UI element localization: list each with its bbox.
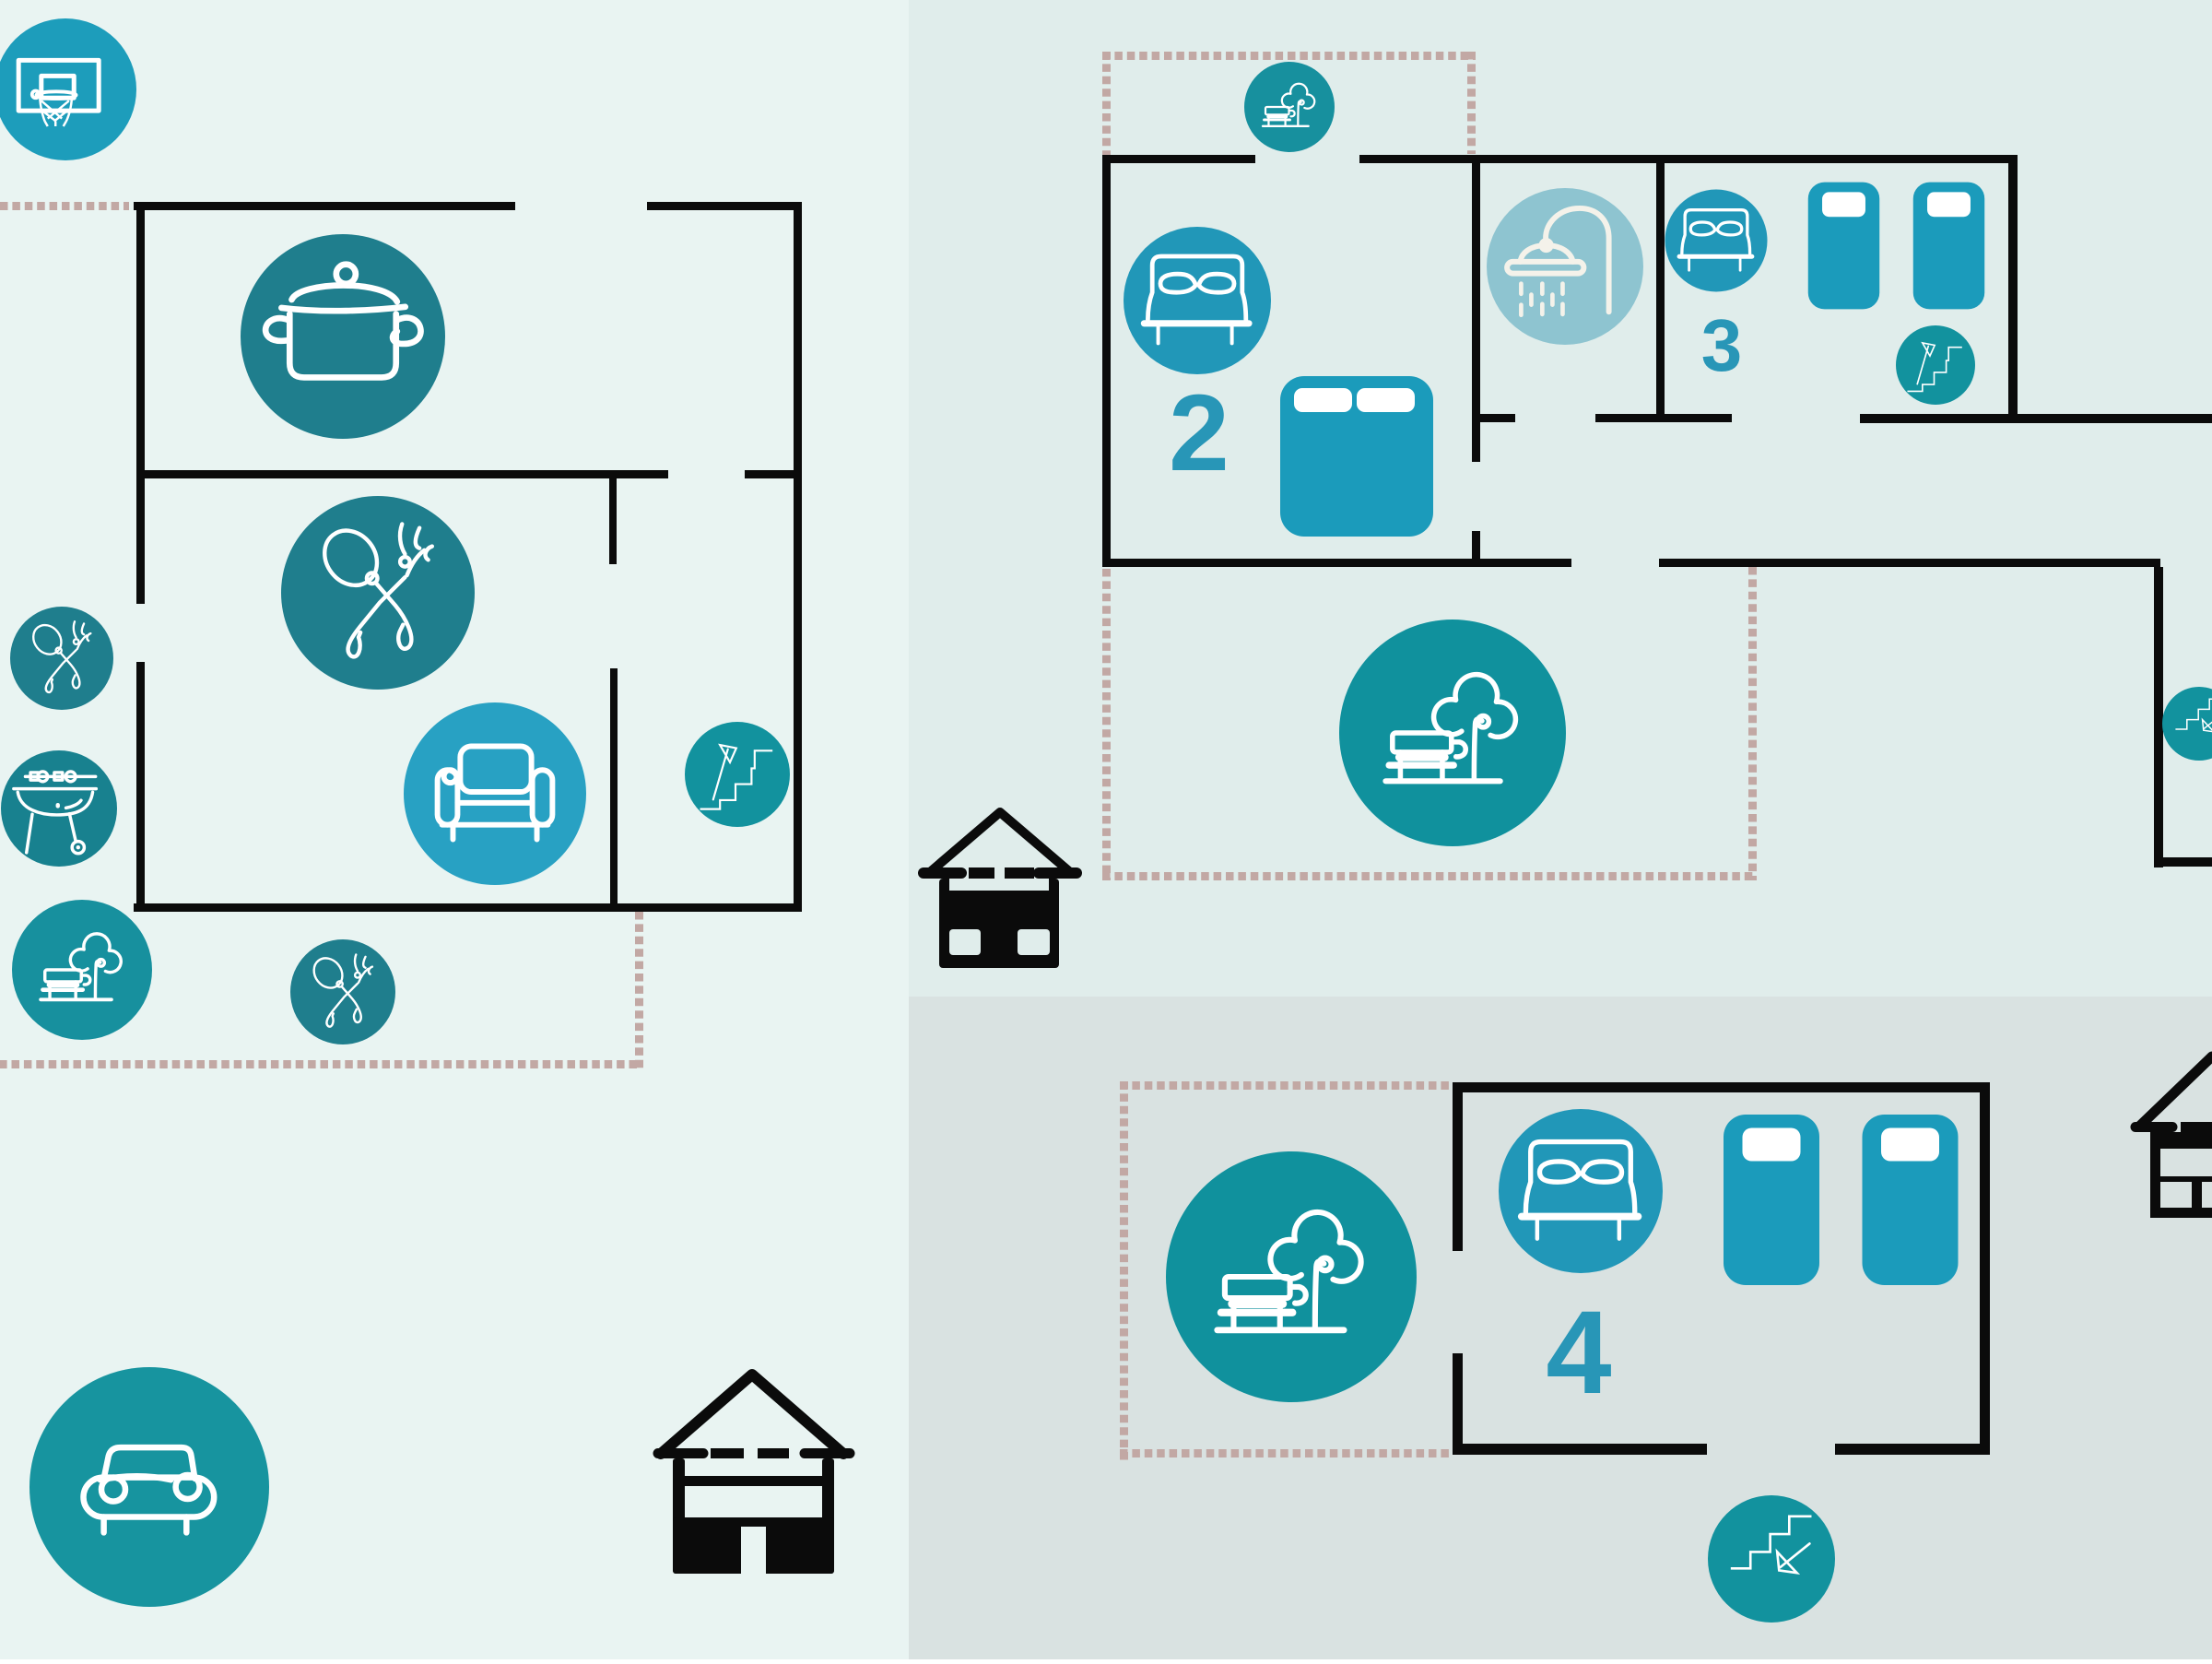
svg-text:3: 3 xyxy=(1701,304,1743,386)
svg-text:2: 2 xyxy=(1169,372,1230,494)
svg-text:4: 4 xyxy=(1546,1287,1611,1419)
